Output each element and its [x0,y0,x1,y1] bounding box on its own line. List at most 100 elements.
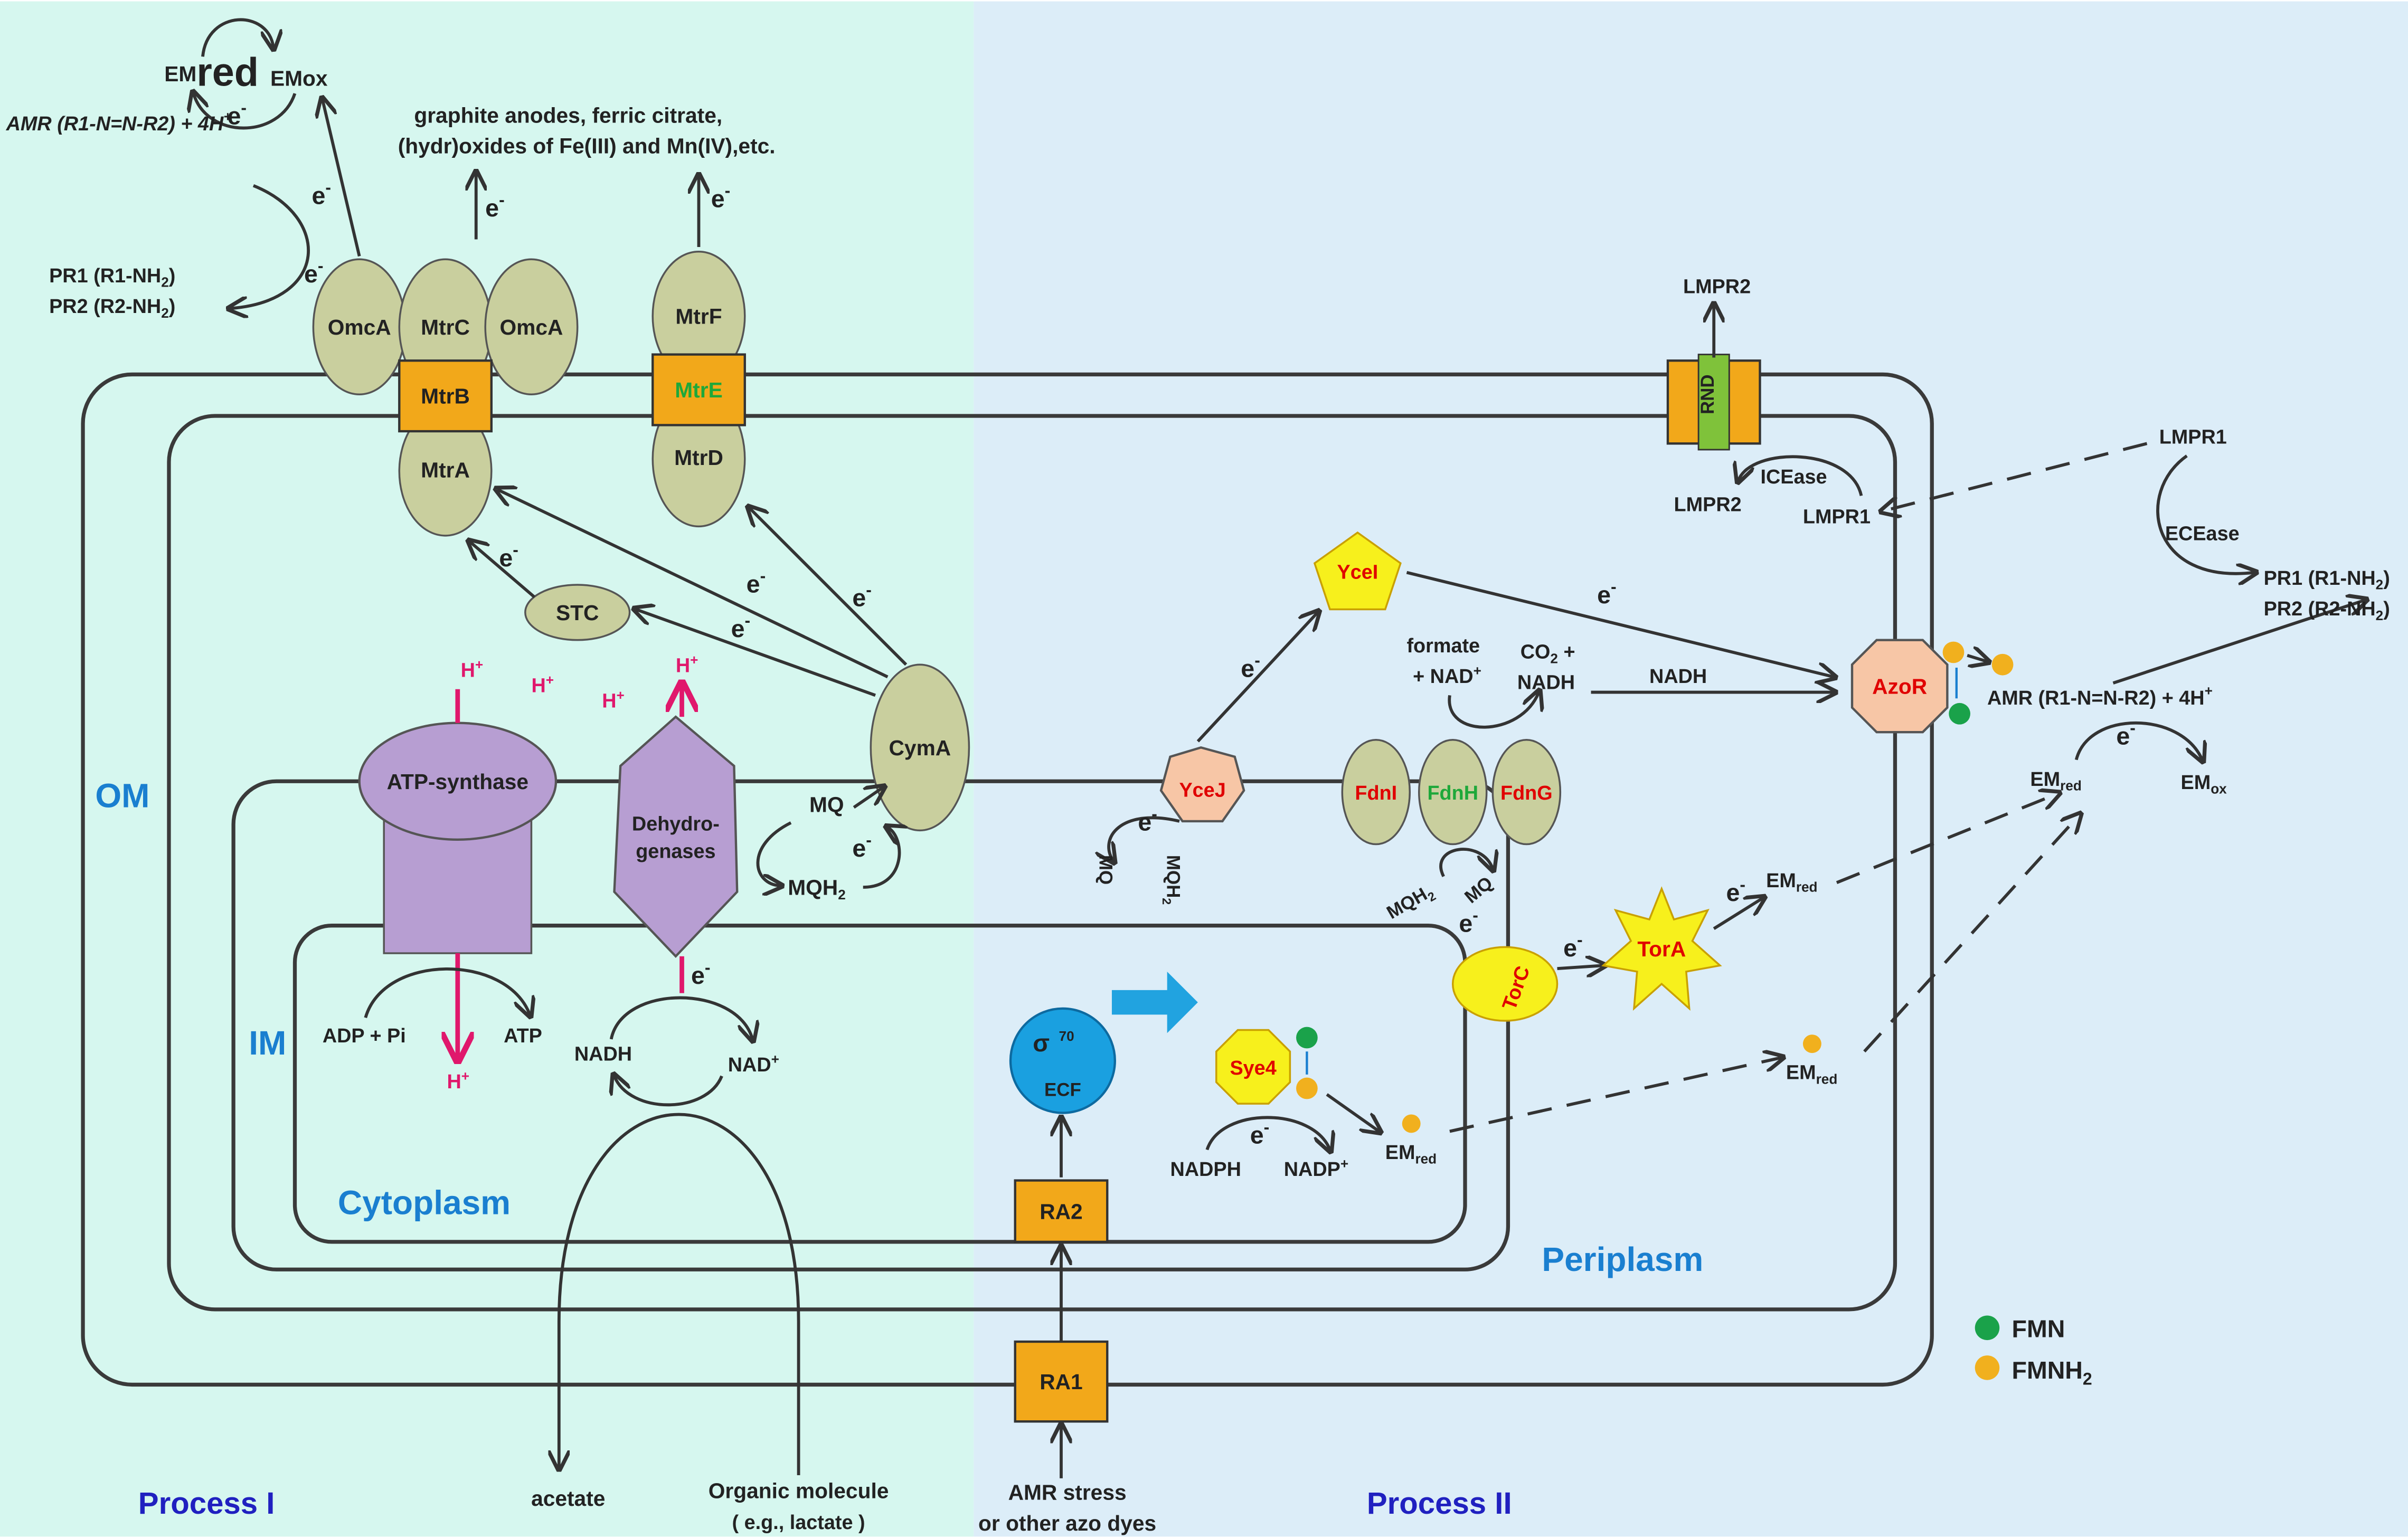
electron-omca-emox: e- [311,178,331,209]
omca-to-emox-arrow [323,100,361,257]
cyma-label: CymA [889,736,951,760]
pr1-right: PR1 (R1-NH2) [2264,567,2390,593]
nad-regeneration-arrow [615,1076,723,1107]
fdng [1491,738,1562,846]
legend-fmn-dot [1975,1315,2000,1341]
electron-ycej-ycel: e- [1241,651,1260,682]
mq-label: MQ [809,792,844,817]
mtre [651,353,746,426]
mqh2-oxidation-arrow [863,828,900,889]
ra2-label: RA2 [1040,1199,1082,1223]
azor-free-fmnh2 [1991,653,2014,676]
lmpr1-right-label: LMPR1 [2159,426,2227,448]
organic-label-1: Organic molecule [709,1479,889,1503]
electron-ycel-azor: e- [1597,577,1617,608]
acceptors-line-2: (hydr)oxides of Fe(III) and Mn(IV),etc. [398,134,776,158]
stc-label: STC [556,601,599,625]
em-ox-right: EMox [2180,772,2227,797]
azor-fmn [1949,702,1970,725]
icease-arrow [1739,455,1863,496]
ycej-mq-arrow [1109,816,1180,861]
inner-membrane-inner [292,924,1467,1244]
outer-membrane-inner [167,414,1897,1312]
ycel-to-azor-arrow [1406,571,1834,677]
ra1-label: RA1 [1040,1370,1082,1394]
cyma [870,663,970,832]
torc [1451,946,1559,1022]
mtrd-label: MtrD [674,445,723,470]
em-red-periplasm-dashed-arrow [1863,815,2079,1053]
ecf-label: ECF [1044,1080,1081,1100]
sigma-ecf [1009,1007,1116,1114]
mtra-label: MtrA [421,458,470,482]
dehydrogenases-label-2: genases [636,841,715,863]
nadh-cyto-label: NADH [574,1043,632,1066]
electron-torc-tora: e- [1563,931,1583,962]
em-right-oxidation-arrow [2074,721,2203,760]
lmpr1-mid-label: LMPR1 [1803,506,1871,528]
om-label: OM [95,777,149,815]
ycej [1159,746,1245,823]
fdnh [1418,738,1488,846]
nadph-label: NADPH [1170,1159,1241,1181]
amr-stress-label-2: or other azo dyes [978,1511,1156,1535]
lmpr1-import-dashed-arrow [1883,442,2148,511]
fdni [1341,738,1411,846]
electron-stc-mtra: e- [499,540,518,572]
formate-oxidation-arrow [1448,692,1538,729]
lmpr2-mid-label: LMPR2 [1674,493,1742,516]
nadh-arrow-label: NADH [1649,666,1707,688]
torc-to-tora-arrow [1557,965,1603,969]
icease-label: ICEase [1760,466,1827,488]
electron-mq: e- [852,830,872,861]
em-top-cycle-lower [194,93,297,130]
sye4-fmn [1296,1027,1318,1049]
amr-right: AMR (R1-N=N-R2) + 4H+ [1987,682,2213,709]
adp-pi-label: ADP + Pi [323,1025,406,1047]
amr-left: AMR (R1-N=N-R2) + 4H+ [6,108,232,135]
electron-amr-left: e- [304,257,324,288]
acceptors-line-1: graphite anodes, ferric citrate, [414,103,722,127]
electron-mtrc-up: e- [485,190,505,221]
electron-tora: e- [1726,875,1745,906]
fdnh-label: FdnH [1427,782,1478,804]
sye4-fmnh2 [1296,1077,1318,1099]
mtrb [398,359,493,433]
electron-top-em: e- [228,98,247,129]
rnd-label: RND [1697,374,1718,414]
mtr-complex: OmcA MtrC OmcA MtrA MtrB [312,258,579,537]
ycej-to-ycel-arrow [1196,612,1318,743]
em-red-sye4: EMred [1385,1142,1437,1167]
inner-membrane-outer [231,779,1510,1271]
legend-fmn-label: FMN [2012,1315,2065,1342]
electron-fdn-mq: e- [1459,906,1478,937]
cyma-to-mtra-arrow [497,490,889,679]
amr-stress-label-1: AMR stress [1008,1480,1127,1505]
electron-nadph: e- [1250,1117,1270,1148]
ycel-label: YceI [1337,561,1378,583]
lmpr2-top-label: LMPR2 [1683,276,1751,298]
em-red-right: EMred [2030,768,2081,794]
mtrf-label: MtrF [675,304,722,328]
cyma-to-stc-arrow [636,609,876,697]
mtrc-label: MtrC [421,315,470,339]
omca-right-label: OmcA [499,315,563,339]
electron-cyma-mtra: e- [747,566,766,597]
fdng-label: FdnG [1500,782,1553,804]
ycej-mq-label: MQ [1096,855,1116,885]
dehydrogenases-label-1: Dehydro- [632,813,720,835]
amr-left-reduction-arrow [230,184,310,309]
ycej-label: YceJ [1179,779,1225,801]
ecease-arrow [2156,454,2254,574]
fdni-label: FdnI [1355,782,1397,804]
mtrdef-complex: MtrF MtrD MtrE [651,250,746,528]
tora [1601,886,1722,1011]
nad-plus-label: + NAD+ [1413,663,1481,688]
ra2 [1014,1179,1109,1243]
electron-dehydrogenase: e- [691,958,711,989]
azor-label: AzoR [1872,674,1927,698]
electron-ycej-mq: e- [1138,804,1157,836]
azor [1850,639,1949,734]
